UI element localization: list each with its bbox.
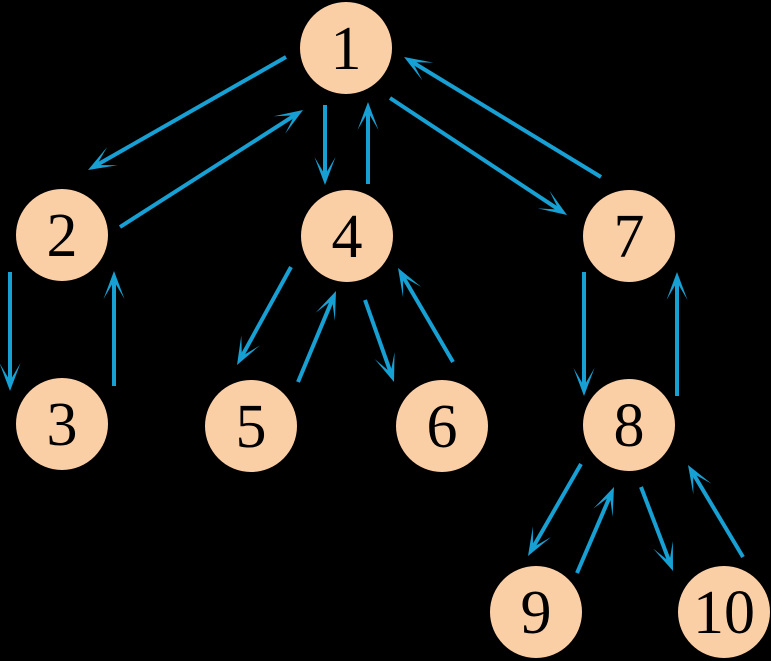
edge-1-4	[314, 105, 336, 185]
node-label: 8	[614, 392, 645, 460]
node-8: 8	[583, 379, 675, 471]
arrowhead-icon	[404, 57, 434, 81]
node-label: 5	[236, 393, 267, 461]
edge-9-8	[575, 487, 614, 574]
edge-line	[118, 113, 296, 229]
node-circle	[678, 566, 770, 658]
edge-line	[363, 299, 393, 374]
nodes-layer: 1 2 3 4 5 6 7 8 9 10	[16, 2, 770, 658]
node-circle	[16, 378, 108, 470]
node-circle	[205, 380, 297, 472]
node-circle	[490, 566, 582, 658]
edge-4-5	[237, 266, 293, 365]
edge-3-2	[103, 271, 125, 386]
node-circle	[583, 379, 675, 471]
edge-line	[639, 486, 672, 563]
node-5: 5	[205, 380, 297, 472]
edge-line	[388, 96, 560, 212]
edge-line	[401, 275, 455, 364]
node-circle	[396, 380, 488, 472]
edge-6-4	[398, 268, 455, 364]
node-label: 9	[521, 579, 552, 647]
arrowhead-icon	[688, 465, 712, 495]
node-label: 10	[693, 579, 755, 647]
edge-5-4	[296, 291, 336, 383]
arrowhead-icon	[398, 268, 422, 298]
edge-4-1	[357, 102, 379, 184]
arrowhead-icon	[653, 541, 673, 571]
arrowhead-icon	[273, 110, 303, 134]
node-circle	[301, 190, 393, 282]
edge-8-10	[639, 486, 673, 571]
node-label: 6	[427, 393, 458, 461]
node-label: 2	[47, 202, 78, 270]
arrowhead-icon	[573, 368, 595, 396]
node-7: 7	[583, 190, 675, 282]
edge-line	[575, 495, 612, 574]
node-label: 1	[331, 15, 362, 83]
node-2: 2	[16, 189, 108, 281]
edge-7-8	[573, 272, 595, 396]
arrowhead-icon	[88, 147, 118, 170]
edge-line	[95, 55, 287, 167]
arrowhead-icon	[0, 363, 21, 391]
edge-line	[691, 472, 745, 559]
node-circle	[300, 2, 392, 94]
edge-10-8	[688, 465, 745, 559]
edge-2-1	[118, 110, 303, 229]
edge-7-1	[404, 57, 603, 179]
node-6: 6	[396, 380, 488, 472]
node-circle	[583, 190, 675, 282]
arrowhead-icon	[357, 102, 379, 130]
edge-line	[531, 463, 583, 549]
edge-8-7	[666, 272, 688, 396]
arrowhead-icon	[537, 190, 567, 215]
arrowhead-icon	[666, 272, 688, 300]
arrowhead-icon	[528, 526, 552, 556]
node-label: 3	[47, 391, 78, 459]
edge-line	[240, 266, 293, 358]
edge-4-6	[363, 299, 395, 382]
node-circle	[16, 189, 108, 281]
node-label: 4	[332, 203, 363, 271]
edge-1-2	[88, 55, 287, 170]
arrowhead-icon	[237, 335, 260, 365]
node-4: 4	[301, 190, 393, 282]
edge-line	[411, 60, 603, 179]
node-1: 1	[300, 2, 392, 94]
arrowhead-icon	[314, 157, 336, 185]
arrowhead-icon	[593, 487, 614, 517]
edge-1-7	[388, 96, 567, 215]
arrowhead-icon	[103, 271, 125, 299]
edge-2-3	[0, 272, 21, 391]
node-10: 10	[678, 566, 770, 658]
edges-layer	[0, 55, 745, 574]
arrowhead-icon	[315, 291, 336, 321]
node-label: 7	[614, 203, 645, 271]
edge-line	[296, 299, 334, 383]
node-9: 9	[490, 566, 582, 658]
edge-8-9	[528, 463, 583, 556]
arrowhead-icon	[374, 352, 395, 382]
node-3: 3	[16, 378, 108, 470]
